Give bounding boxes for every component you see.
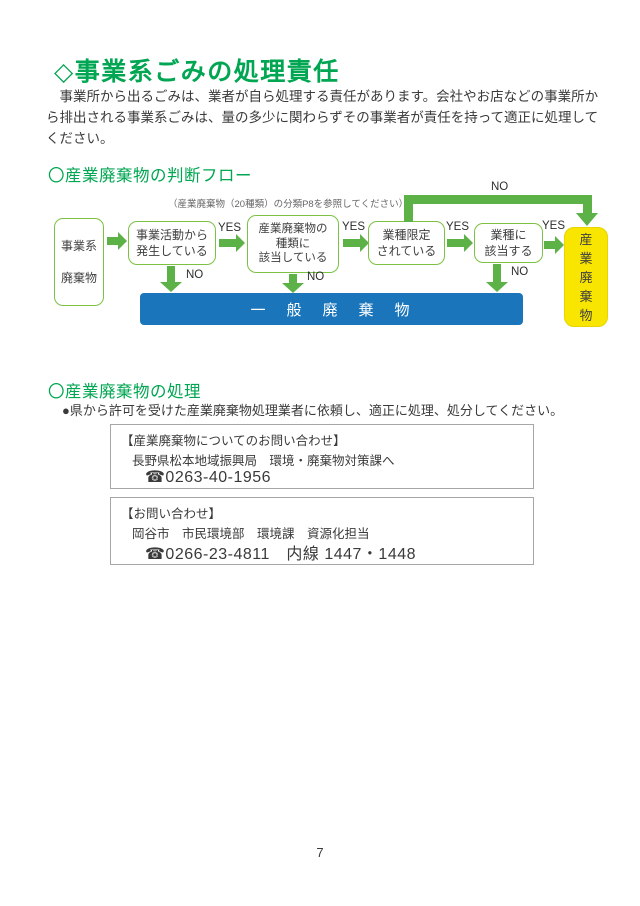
no-label-2: NO xyxy=(307,271,325,283)
arrow-head xyxy=(464,234,473,252)
contact-prefecture-title: 【産業廃棄物についてのお問い合わせ】 xyxy=(121,434,346,448)
page-number: 7 xyxy=(316,845,324,860)
yes-label-1: YES xyxy=(218,222,242,234)
intro-line-1: 事業所から出るごみは、業者が自ら処理する責任があります。会社やお店などの事業所か xyxy=(46,89,599,104)
processing-bullet: ●県から許可を受けた産業廃棄物処理業者に依頼し、適正に処理、処分してください。 xyxy=(62,403,564,418)
contact-box-prefecture: 【産業廃棄物についてのお問い合わせ】 長野県松本地域振興局 環境・廃棄物対策課へ… xyxy=(110,424,534,489)
arrow-stem xyxy=(107,237,118,245)
no-label-top: NO xyxy=(491,181,509,193)
flow-box-q4-line2: 該当する xyxy=(484,244,533,258)
flow-arrow-q3-q4 xyxy=(447,234,473,252)
contact-city-org: 岡谷市 市民環境部 環境課 資源化担当 xyxy=(132,527,370,541)
flow-box-q4: 業種に 該当する xyxy=(474,223,543,263)
flow-box-q1-line2: 発生している xyxy=(136,244,208,258)
flow-box-q2-line2: 種類に xyxy=(275,237,311,250)
no-label-3: NO xyxy=(511,266,529,278)
arrow-stem xyxy=(289,274,297,283)
arrow-head xyxy=(360,234,369,252)
industrial-waste-label: 産業廃棄物 xyxy=(579,231,593,323)
arrow-stem xyxy=(219,239,236,247)
flow-section-heading: 〇産業廃棄物の判断フロー xyxy=(48,167,252,185)
contact-box-city: 【お問い合わせ】 岡谷市 市民環境部 環境課 資源化担当 ☎0266-23-48… xyxy=(110,497,534,565)
processing-section-heading: 〇産業廃棄物の処理 xyxy=(48,383,201,401)
flow-box-q3-line1: 業種限定 xyxy=(382,228,431,242)
no-elbow-right-stem xyxy=(583,204,592,214)
no-elbow-arrow-head xyxy=(576,213,598,226)
no-elbow-left-stem xyxy=(404,204,413,222)
contact-city-phone: ☎0266-23-4811 内線 1447・1448 xyxy=(145,546,417,563)
flow-box-start-line1: 事業系 xyxy=(60,239,97,253)
flow-box-industrial-waste: 産業廃棄物 xyxy=(564,227,608,327)
arrow-stem xyxy=(544,241,555,249)
arrow-stem xyxy=(343,239,360,247)
intro-line-3: ください。 xyxy=(46,131,114,146)
flow-box-q1: 事業活動から 発生している xyxy=(128,221,216,265)
flow-box-start: 事業系 廃棄物 xyxy=(54,218,104,306)
arrow-stem xyxy=(493,264,501,282)
arrow-stem xyxy=(447,239,464,247)
arrow-head xyxy=(555,236,564,254)
contact-prefecture-phone: ☎0263-40-1956 xyxy=(145,469,272,486)
flow-arrow-q2-q3 xyxy=(343,234,369,252)
arrow-head xyxy=(118,232,127,250)
flow-box-q1-line1: 事業活動から xyxy=(135,228,208,242)
page-title: ◇事業系ごみの処理責任 xyxy=(54,58,340,86)
flow-arrow-q4-industrial xyxy=(544,236,564,254)
no-elbow-horizontal-bar xyxy=(404,195,592,204)
flow-box-q4-line1: 業種に xyxy=(490,228,527,242)
contact-prefecture-org: 長野県松本地域振興局 環境・廃棄物対策課へ xyxy=(132,454,395,468)
flow-arrow-start-q1 xyxy=(107,232,127,250)
flow-note: （産業廃棄物（20種類）の分類P8を参照してください） xyxy=(168,199,409,210)
arrow-head xyxy=(282,283,304,293)
arrow-stem xyxy=(167,266,175,282)
flow-bar-general-waste: 一 般 廃 棄 物 xyxy=(140,293,523,325)
intro-line-2: ら排出される事業系ごみは、量の多少に関わらずその事業者が責任を持って適正に処理し… xyxy=(46,110,599,125)
flow-box-q2: 産業廃棄物の 種類に 該当している xyxy=(247,215,339,273)
flow-box-q3-line2: されている xyxy=(376,244,437,258)
flow-box-q3: 業種限定 されている xyxy=(368,221,445,265)
intro-paragraph: 事業所から出るごみは、業者が自ら処理する責任があります。会社やお店などの事業所か… xyxy=(46,86,606,149)
flow-arrow-q1-q2 xyxy=(219,234,245,252)
flow-box-start-line2: 廃棄物 xyxy=(60,271,97,285)
flow-box-q2-line1: 産業廃棄物の xyxy=(258,223,328,236)
yes-label-3: YES xyxy=(446,221,470,233)
no-label-1: NO xyxy=(186,269,204,281)
yes-label-2: YES xyxy=(342,221,366,233)
arrow-head xyxy=(236,234,245,252)
contact-city-title: 【お問い合わせ】 xyxy=(121,507,222,521)
flow-box-q2-line3: 該当している xyxy=(258,252,328,265)
arrow-head xyxy=(160,282,182,292)
yes-label-4: YES xyxy=(542,220,566,232)
arrow-head xyxy=(486,282,508,292)
